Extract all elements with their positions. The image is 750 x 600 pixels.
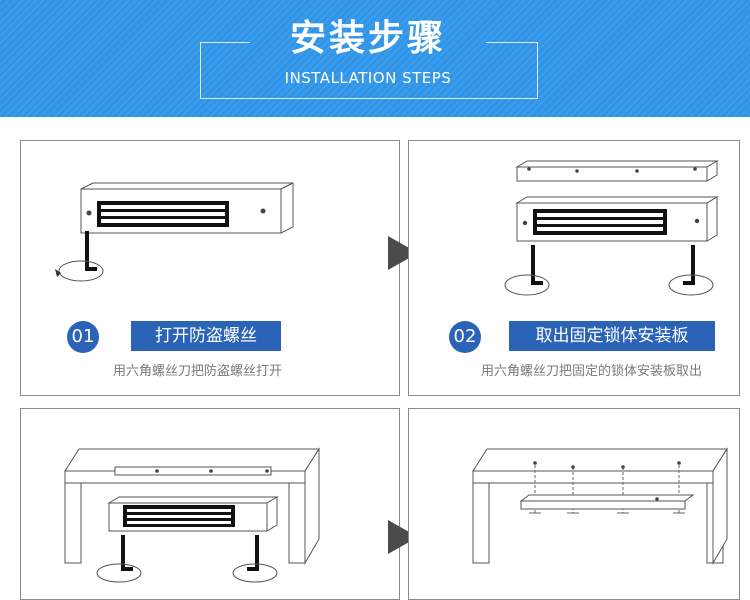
step-number-badge: 01 xyxy=(67,321,99,353)
step-description: 用六角螺丝刀把防盗螺丝打开 xyxy=(113,364,283,379)
header-frame-top-left xyxy=(200,42,250,43)
header-frame-top-right xyxy=(486,42,537,43)
door-frame-illustration xyxy=(64,447,320,583)
step-panel-2: 02 取出固定锁体安装板 用六角螺丝刀把固定的锁体安装板取出 xyxy=(408,140,740,396)
step-panel-4 xyxy=(408,408,740,600)
plate-mounting-illustration xyxy=(472,447,728,565)
page-subtitle: INSTALLATION STEPS xyxy=(284,69,452,87)
header-frame xyxy=(200,42,538,99)
step-label: 取出固定锁体安装板 xyxy=(509,321,715,351)
step-number-badge: 02 xyxy=(449,321,481,353)
step-panel-3 xyxy=(20,408,400,600)
mounting-plate-illustration xyxy=(504,160,719,296)
header-banner: 安装步骤 INSTALLATION STEPS xyxy=(0,0,750,117)
page-title: 安装步骤 xyxy=(289,18,446,59)
lock-body-illustration xyxy=(55,182,294,282)
step-panel-1: 01 打开防盗螺丝 用六角螺丝刀把防盗螺丝打开 xyxy=(20,140,400,396)
step-label: 打开防盗螺丝 xyxy=(131,321,281,351)
step-description: 用六角螺丝刀把固定的锁体安装板取出 xyxy=(481,364,703,379)
